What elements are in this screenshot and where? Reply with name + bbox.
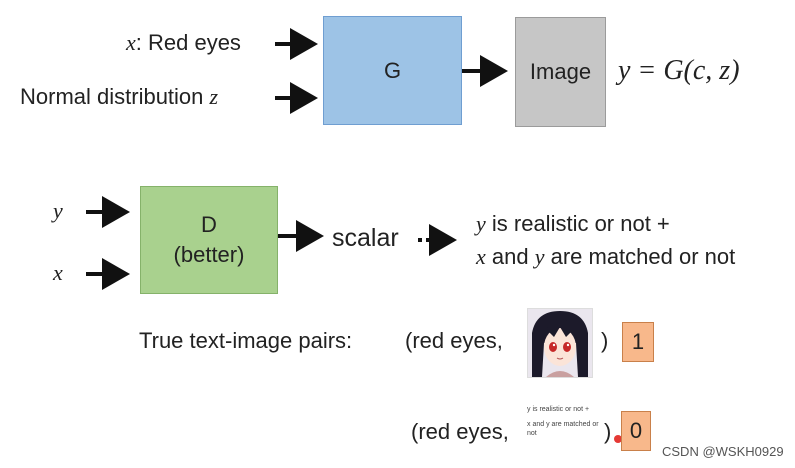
red-eyes-text: : Red eyes (135, 30, 241, 55)
image-label: Image (529, 59, 592, 85)
input-z-label: Normal distribution z (20, 84, 218, 110)
input-x-label: x: Red eyes (126, 30, 241, 56)
discriminator-box: D (better) (140, 186, 278, 294)
discriminator-sublabel: (better) (173, 242, 245, 267)
generator-label: G (383, 57, 402, 83)
pair2-thumb-line2: x and y are matched or not (527, 420, 599, 437)
output-line-1: y is realistic or not + (476, 211, 670, 237)
watermark: CSDN @WSKH0929 (662, 444, 784, 459)
pair1-score: 1 (622, 322, 654, 362)
red-dot (614, 435, 622, 443)
face-illustration (528, 309, 592, 377)
scalar-label: scalar (332, 224, 399, 252)
pair1-close-paren: ) (601, 328, 609, 353)
input-x-var: x (53, 260, 63, 285)
pair1-score-value: 1 (631, 329, 645, 354)
var-x: x (126, 30, 136, 55)
out-var-x: x (476, 244, 486, 269)
discriminator-label: D (201, 212, 217, 238)
image-box: Image (515, 17, 606, 127)
pair1-text: (red eyes, (405, 328, 503, 353)
pair2-thumb-line1: y is realistic or not + (527, 406, 590, 413)
anime-face-image (527, 308, 593, 378)
equation: y = G(c, z) (618, 55, 740, 86)
input-y-var: y (53, 198, 63, 223)
out-var-y: y (476, 211, 486, 236)
output-line-2: x and y are matched or not (476, 244, 735, 270)
pair2-score: 0 (621, 411, 651, 451)
matched-text: are matched or not (544, 244, 736, 269)
pair2-score-value: 0 (629, 418, 643, 443)
realistic-text: is realistic or not + (485, 211, 670, 236)
pair2-thumbnail-text: y is realistic or not + x and y are matc… (527, 406, 607, 438)
pair2-close-paren: ) (604, 419, 612, 444)
pair2-text: (red eyes, (411, 419, 509, 444)
var-z: z (209, 84, 219, 109)
true-pairs-label: True text-image pairs: (139, 328, 353, 353)
out-var-y2: y (534, 244, 545, 269)
generator-box: G (323, 16, 462, 125)
normal-distribution-text: Normal distribution (20, 84, 204, 109)
and-text: and (485, 244, 535, 269)
